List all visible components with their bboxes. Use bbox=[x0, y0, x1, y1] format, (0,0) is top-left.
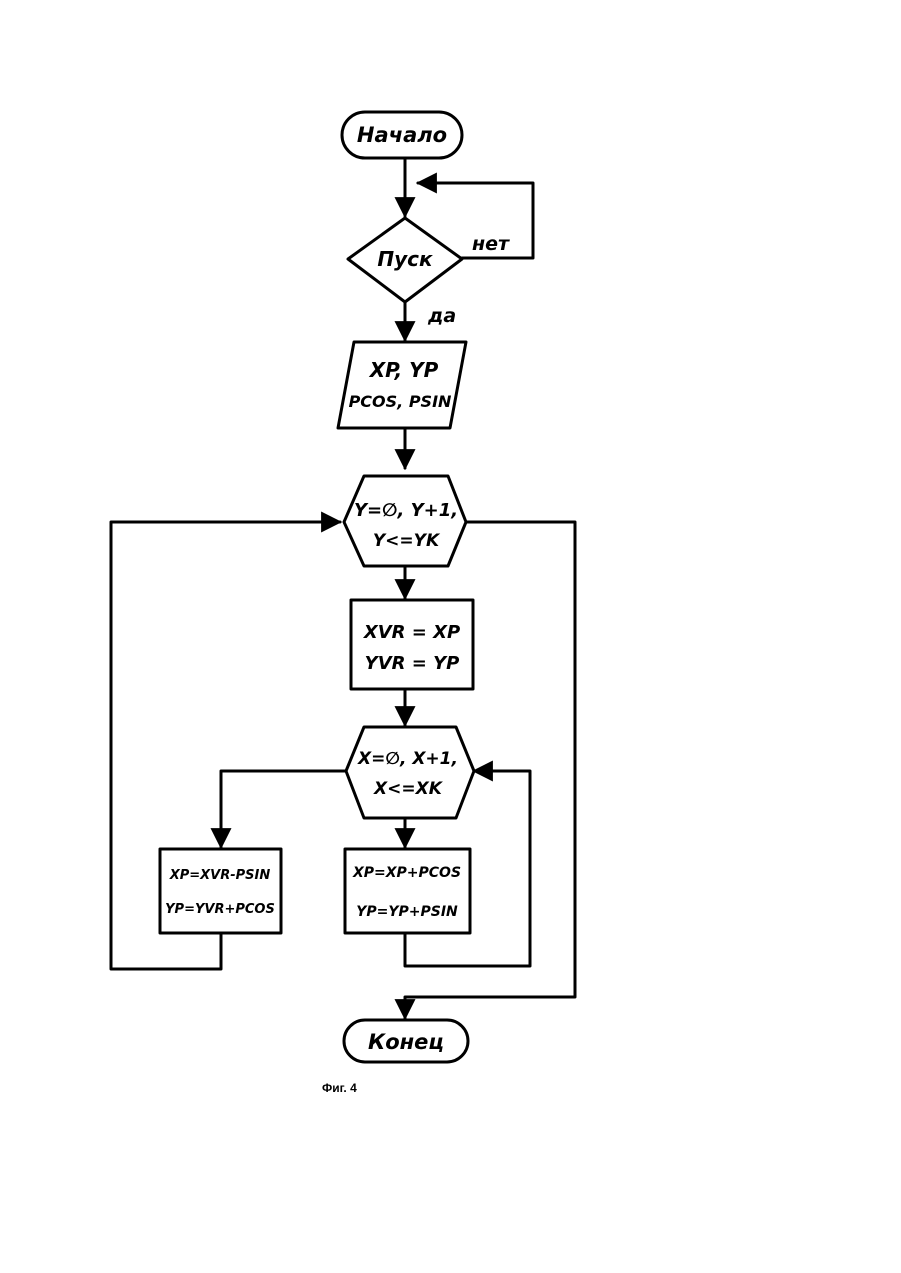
x-loop-line1: X=∅, X+1, bbox=[357, 749, 458, 769]
left-process bbox=[160, 849, 281, 933]
end-label: Конец bbox=[368, 1030, 444, 1054]
launch-decision-label: Пуск bbox=[377, 247, 433, 271]
assign-process bbox=[351, 600, 473, 689]
y-loop-hexagon bbox=[344, 476, 466, 566]
assign-line2: YVR = YP bbox=[365, 653, 460, 674]
y-loop-line2: Y<=YK bbox=[373, 531, 441, 551]
x-loop-hexagon bbox=[346, 727, 474, 818]
x-loop-line2: X<=XK bbox=[373, 779, 444, 799]
figure-caption: Фиг. 4 bbox=[322, 1081, 357, 1095]
input-line2: PCOS, PSIN bbox=[349, 392, 452, 411]
input-parallelogram bbox=[338, 342, 466, 428]
no-label: нет bbox=[472, 233, 510, 255]
input-line1: XP, YP bbox=[368, 358, 439, 382]
left-process-line1: XP=XVR-PSIN bbox=[169, 868, 271, 883]
right-process-line2: YP=YP+PSIN bbox=[356, 904, 458, 920]
right-process-line1: XP=XP+PCOS bbox=[352, 865, 461, 881]
left-process-line2: YP=YVR+PCOS bbox=[165, 902, 275, 917]
yes-label: да bbox=[427, 305, 456, 327]
y-loop-line1: Y=∅, Y+1, bbox=[354, 500, 458, 521]
right-process bbox=[345, 849, 470, 933]
assign-line1: XVR = XP bbox=[363, 622, 460, 643]
start-label: Начало bbox=[357, 123, 447, 147]
